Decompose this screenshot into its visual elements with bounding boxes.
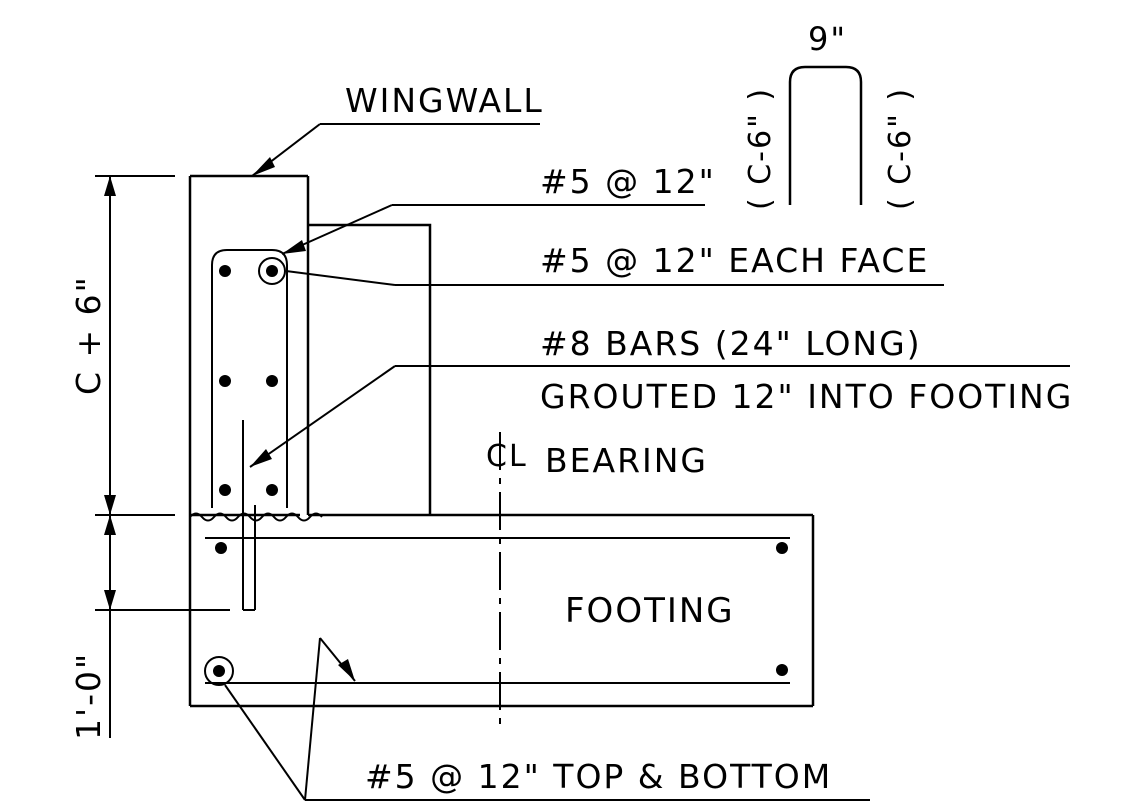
bearing-seat-outline [308, 223, 432, 515]
bar-5-leader [281, 204, 705, 255]
bar-5-label: #5 @ 12" [540, 162, 716, 201]
stirrup-detail [788, 65, 863, 205]
wall-bar-dot [266, 265, 278, 277]
dim-embed-label: 1'-0" [69, 652, 108, 740]
footing-bar-dot-circled [204, 656, 234, 686]
wingwall-outline [188, 174, 310, 515]
dowel-bar [242, 420, 256, 611]
wall-bar-dot [219, 484, 231, 496]
wingwall-leader [251, 123, 540, 177]
wall-stirrup [211, 249, 288, 508]
stirrup-width-label: 9" [808, 20, 847, 58]
footing-label: FOOTING [565, 591, 735, 631]
dim-wall-height-label: C + 6" [69, 275, 108, 395]
wall-bar-dot [219, 265, 231, 277]
bar-5-each-face-leader [285, 270, 944, 286]
footing-bar-dot [215, 542, 227, 554]
stirrup-leg-left-label: ( C-6" ) [743, 87, 778, 210]
bar-5-top-bottom-label: #5 @ 12" TOP & BOTTOM [365, 757, 832, 796]
wall-bar-dot [266, 484, 278, 496]
wall-bar-dot [266, 375, 278, 387]
bar-5-top-bottom-leader [224, 637, 870, 801]
wall-bar-dot [219, 375, 231, 387]
wingwall-label: WINGWALL [345, 81, 544, 120]
wall-bar-dot-circled [258, 257, 286, 285]
bearing-label: BEARING [545, 441, 708, 480]
footing-bar-dot [213, 665, 225, 677]
cl-symbol: CL [486, 439, 528, 474]
stirrup-leg-right-label: ( C-6" ) [883, 87, 918, 210]
footing-bar-dot [776, 542, 788, 554]
bar-8-label-line2: GROUTED 12" INTO FOOTING [540, 377, 1073, 416]
bar-8-label-line1: #8 BARS (24" LONG) [540, 324, 922, 363]
dimension-lines [95, 175, 230, 738]
bar-8-leader [249, 365, 1070, 468]
bar-5-each-face-label: #5 @ 12" EACH FACE [540, 241, 929, 280]
footing-bar-dot [776, 664, 788, 676]
